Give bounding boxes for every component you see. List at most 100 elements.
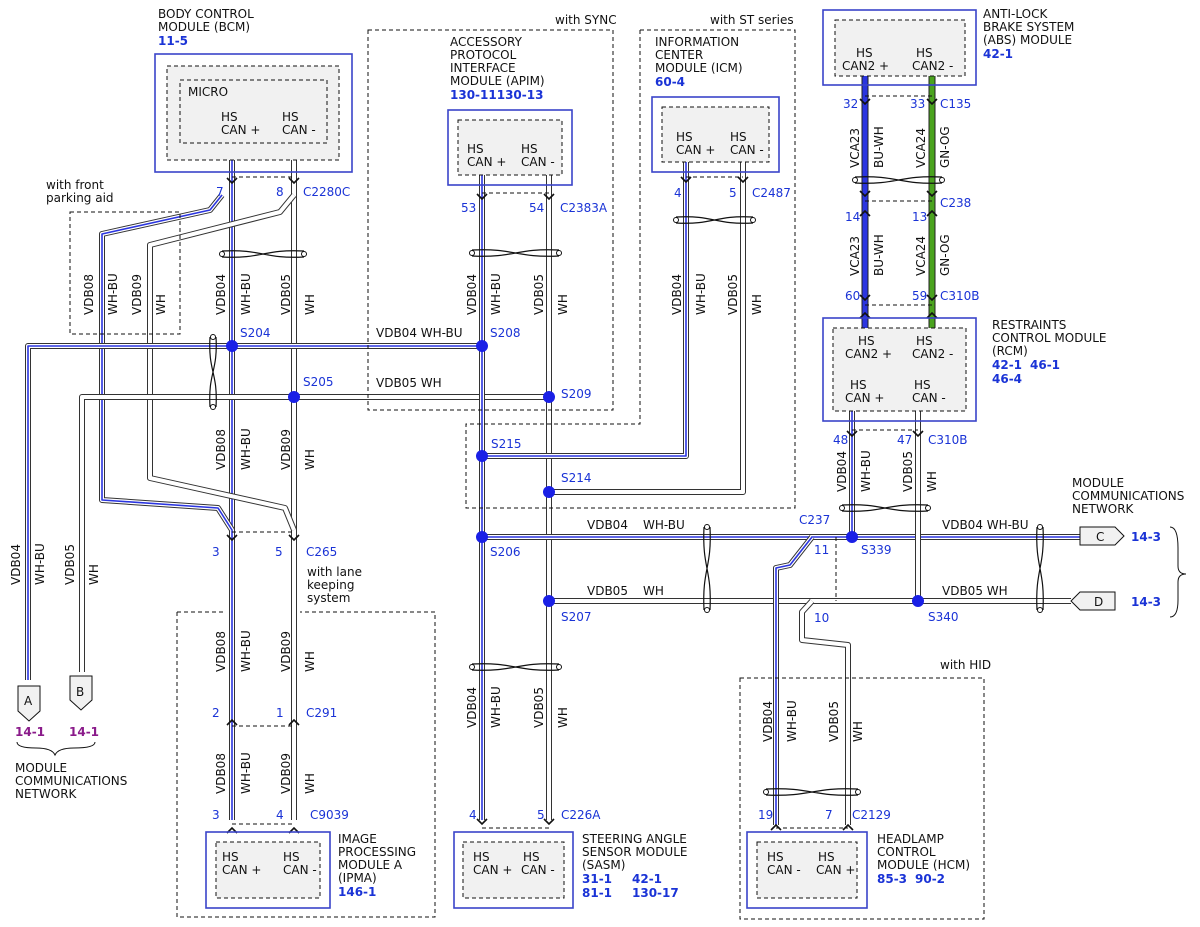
bcm-inner — [166, 65, 340, 161]
hcm-title-3: MODULE (HCM) — [877, 858, 970, 872]
splice-s205-label: S205 — [303, 375, 334, 389]
bcm-title-2: MODULE (BCM) — [158, 20, 250, 34]
connector-labels: 7 8 C2280C 53 54 C2383A 4 5 C2487 32 33 … — [212, 97, 980, 822]
connector-a-shape — [17, 685, 41, 722]
icm-module: with ST series INFORMATION CENTER MODULE… — [465, 13, 796, 509]
label-parking-whbu: WH-BU — [106, 273, 120, 315]
network-left: A B 14-1 14-1 MODULE COMMUNICATIONS NETW… — [15, 675, 127, 801]
splice-s340 — [912, 595, 924, 607]
label-sasm-vdb05: VDB05 — [532, 687, 546, 728]
pin-c291-1: 1 — [276, 706, 284, 720]
label-s339-right: VDB04 WH-BU — [942, 518, 1029, 532]
hcm-title-1: HEADLAMP — [877, 832, 944, 846]
twist-left-end-0 — [210, 334, 216, 340]
label-bcm-vdb04: VDB04 — [214, 274, 228, 315]
twist-apim-end-1 — [556, 250, 562, 256]
label-ipma-vdb09: VDB09 — [279, 631, 293, 672]
lane-keeping-label-1: with lane — [307, 565, 362, 579]
bcm-hs-b: HS — [282, 110, 299, 124]
connector-brackets — [232, 95, 932, 829]
sasm-ref-1: 31-1 — [582, 872, 612, 886]
abs-title-1: ANTI-LOCK — [983, 7, 1048, 21]
bcm-can-plus: CAN + — [221, 123, 260, 137]
rcm-inner — [832, 327, 967, 412]
label-parking-vdb08: VDB08 — [82, 274, 96, 315]
rcm-ref-1: 42-1 — [992, 358, 1022, 372]
connector-c237: C237 — [799, 513, 830, 527]
label-apim-vdb05: VDB05 — [532, 274, 546, 315]
rcm-can2-plus: CAN2 + — [845, 347, 892, 361]
label-hcm-wh: WH — [851, 721, 865, 742]
pin-arrow-10 — [859, 209, 871, 217]
hcm-ref-2: 90-2 — [915, 872, 945, 886]
twist-abs-end-1 — [939, 177, 945, 183]
label-rcm2-wh: WH — [925, 471, 939, 492]
pin-c238-14: 14 — [845, 210, 860, 224]
pin-rcm-59: 59 — [912, 289, 927, 303]
lane-keeping-option-box — [176, 611, 436, 918]
label-rcm-vca23: VCA23 — [848, 236, 862, 276]
pin-arrow-18 — [226, 534, 238, 542]
wire-parking-vdb09-outline — [147, 193, 297, 532]
twist-sasm-end-0 — [469, 664, 475, 670]
label-abs-vca23: VCA23 — [848, 128, 862, 168]
connector-c-shape — [1079, 526, 1125, 546]
hcm-title-2: CONTROL — [877, 845, 936, 859]
wire-hcm-vdb05-fill — [800, 599, 850, 825]
rcm-hs-c: HS — [850, 378, 867, 392]
pin-apim-53: 53 — [461, 201, 476, 215]
bcm-can-minus: CAN - — [282, 123, 316, 137]
pin-arrow-11 — [926, 209, 938, 217]
pin-rcm-47: 47 — [897, 433, 912, 447]
pin-icm-4: 4 — [674, 186, 682, 200]
apim-hs-a: HS — [467, 142, 484, 156]
pin-arrow-4 — [680, 176, 692, 184]
twist-bus-right-end-1 — [1037, 607, 1043, 613]
pin-arrow-9 — [926, 190, 938, 198]
apim-module: with SYNC ACCESSORY PROTOCOL INTERFACE M… — [367, 13, 617, 411]
rcm-hs-d: HS — [914, 378, 931, 392]
ipma-box — [205, 831, 331, 909]
label-mid-whbu: WH-BU — [239, 428, 253, 470]
pin-c237-10: 10 — [814, 611, 829, 625]
parking-aid-label-2: parking aid — [46, 191, 114, 205]
pin-arrow-16 — [846, 430, 858, 438]
vertical-wire-labels: VDB08 WH-BU VDB09 WH VDB04 WH-BU VDB05 W… — [9, 126, 952, 794]
label-abs-gnog: GN-OG — [938, 126, 952, 168]
rcm-title-3: (RCM) — [992, 344, 1028, 358]
connector-c9039: C9039 — [310, 808, 349, 822]
abs-title-3: (ABS) MODULE — [983, 33, 1072, 47]
icm-title-2: CENTER — [655, 48, 703, 62]
pin-c226a-5: 5 — [537, 808, 545, 822]
rcm-can2-minus: CAN2 - — [912, 347, 953, 361]
pin-arrow-13 — [926, 294, 938, 302]
pin-arrow-21 — [288, 718, 300, 726]
connector-c135: C135 — [940, 97, 971, 111]
sync-option-label: with SYNC — [555, 13, 617, 27]
pin-c238-13: 13 — [912, 210, 927, 224]
splice-s208 — [476, 340, 488, 352]
pin-arrow-2 — [476, 193, 488, 201]
label-s207-vdb05: VDB05 — [587, 584, 628, 598]
label-rcm2-vdb04: VDB04 — [835, 451, 849, 492]
splice-s204 — [226, 340, 238, 352]
label-hcm-vdb04: VDB04 — [761, 701, 775, 742]
label-ipma2-whbu: WH-BU — [239, 752, 253, 794]
label-apim-whbu: WH-BU — [489, 273, 503, 315]
wire-s205-left-vdb05-fill — [80, 395, 294, 672]
pin-arrow-25 — [543, 818, 555, 826]
label-mid-vdb08: VDB08 — [214, 429, 228, 470]
front-parking-aid: with front parking aid — [46, 178, 181, 335]
sasm-hs-b: HS — [523, 850, 540, 864]
label-icm-vdb04: VDB04 — [670, 274, 684, 315]
sasm-inner — [462, 841, 565, 899]
rcm-can-plus: CAN + — [845, 391, 884, 405]
splice-labels: S204 S205 S208 S209 S215 S214 S206 S207 … — [240, 326, 959, 624]
label-s204-s208: VDB04 WH-BU — [376, 326, 463, 340]
network-right: MODULE COMMUNICATIONS NETWORK C 14-3 D 1… — [1070, 476, 1187, 618]
pin-c265-5: 5 — [275, 545, 283, 559]
wire-parking-vdb09-fill — [148, 193, 296, 531]
sasm-ref-3: 81-1 — [582, 886, 612, 900]
label-sasm-wh: WH — [556, 707, 570, 728]
pin-c291-2: 2 — [212, 706, 220, 720]
